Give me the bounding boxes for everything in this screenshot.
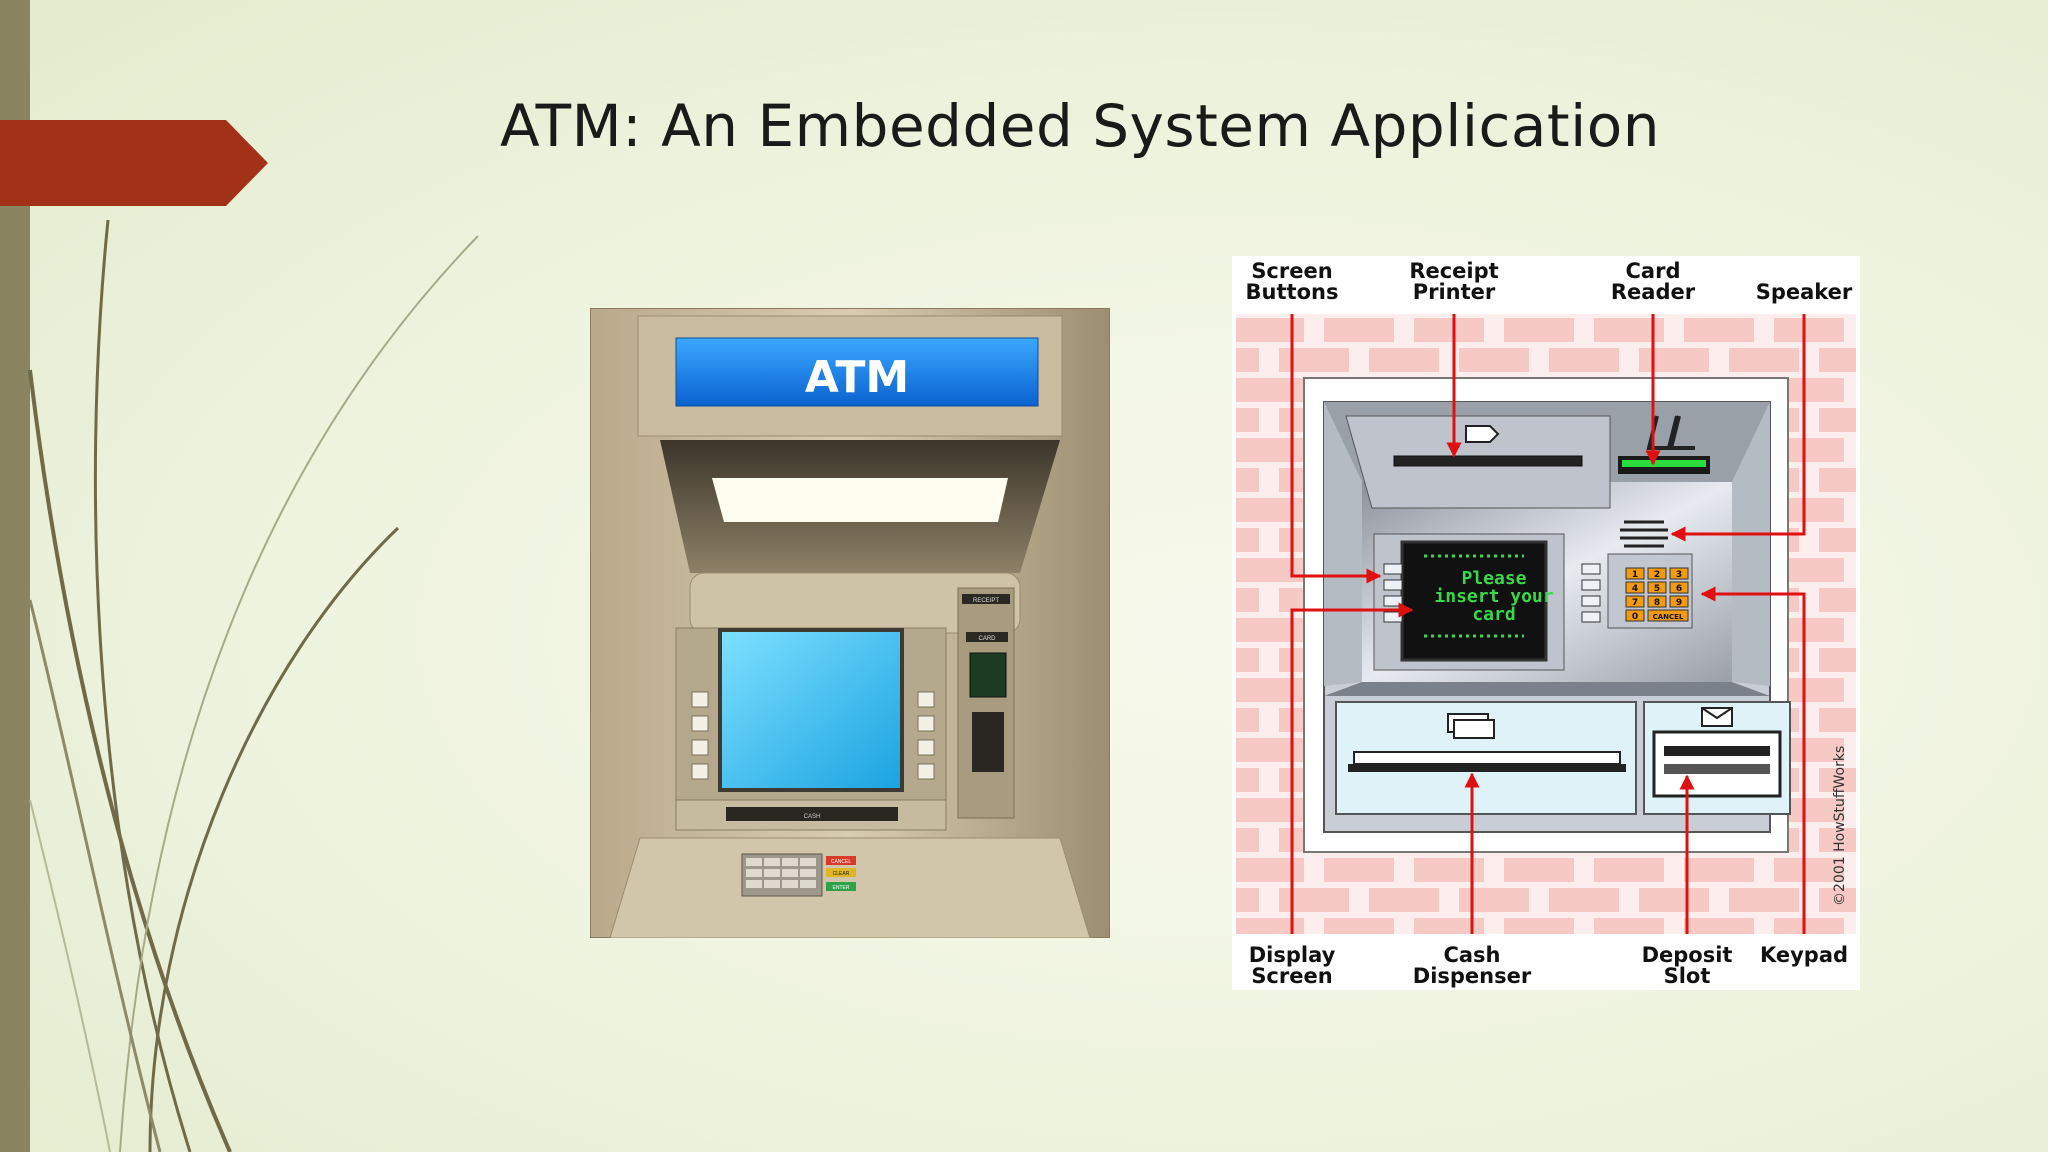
slide-title: ATM: An Embedded System Application <box>500 92 1660 160</box>
keypad-key-5: 5 <box>1654 584 1660 594</box>
atm-sign-text: ATM <box>805 352 909 403</box>
label-keypad-line1: Keypad <box>1760 943 1848 967</box>
atm-dispenser-slot <box>972 712 1004 772</box>
atm-light-panel <box>712 478 1008 522</box>
receipt-printer-slot <box>1393 455 1583 467</box>
atm-screen <box>718 628 904 792</box>
keypad-key-7: 7 <box>1632 598 1638 608</box>
keypad-key-4: 4 <box>1632 584 1638 594</box>
title-arrow-tab <box>0 120 268 206</box>
keypad-key-2: 2 <box>1654 570 1660 580</box>
keypad-key-6: 6 <box>1676 584 1682 594</box>
atm-cancel-key: CANCEL <box>831 859 852 865</box>
label-deposit-slot-line2: Slot <box>1664 964 1711 988</box>
atm-diagram: Please insert your card 1 2 <box>1232 256 1860 990</box>
card-reader-slot <box>1622 460 1706 467</box>
keypad-key-1: 1 <box>1632 570 1638 580</box>
atm-sign <box>675 337 1039 407</box>
speaker-grille <box>1620 520 1668 548</box>
label-screen-buttons-line1: Screen <box>1251 259 1332 283</box>
keypad: 1 2 3 4 5 6 7 8 9 0 CANCEL <box>1625 567 1689 622</box>
label-cash-dispenser-line1: Cash <box>1443 943 1500 967</box>
atm-enter-key: ENTER <box>833 885 850 891</box>
atm-screen-buttons-right <box>917 691 935 780</box>
atm-cash-label: CASH <box>804 814 821 820</box>
atm-card-label: CARD <box>978 636 996 642</box>
atm-clear-key: CLEAR <box>833 871 850 877</box>
keypad-key-0: 0 <box>1632 612 1638 622</box>
keypad-key-3: 3 <box>1676 570 1682 580</box>
label-cash-dispenser-line2: Dispenser <box>1413 964 1532 988</box>
keypad-key-9: 9 <box>1676 598 1682 608</box>
decorative-grass-lines <box>28 219 479 1152</box>
display-screen <box>1400 540 1548 662</box>
label-receipt-printer-line2: Printer <box>1413 280 1496 304</box>
label-display-screen-line1: Display <box>1249 943 1336 967</box>
copyright-notice: ©2001 HowStuffWorks <box>1832 746 1848 906</box>
keypad-key-cancel: CANCEL <box>1653 613 1684 621</box>
screen-buttons-left <box>1383 563 1403 623</box>
screen-buttons-right <box>1581 563 1601 623</box>
cash-dispenser-slot <box>1353 751 1621 765</box>
screen-text-line3: card <box>1472 604 1515 625</box>
atm-card-slot <box>969 652 1007 698</box>
label-card-reader-line2: Reader <box>1611 280 1696 304</box>
atm-receipt-label: RECEIPT <box>973 598 999 604</box>
label-card-reader-line1: Card <box>1626 259 1681 283</box>
atm-screen-buttons-left <box>691 691 709 780</box>
label-screen-buttons-line2: Buttons <box>1246 280 1339 304</box>
atm-photo: ATM RECEIPT CARD CASH <box>590 308 1110 938</box>
label-speaker-line2: Speaker <box>1756 280 1853 304</box>
atm-keypad: CANCEL CLEAR ENTER <box>741 853 856 897</box>
label-receipt-printer-line1: Receipt <box>1409 259 1498 283</box>
screen-text-line1: Please <box>1461 568 1526 589</box>
screen-text-line2: insert your <box>1434 586 1553 607</box>
label-deposit-slot-line1: Deposit <box>1642 943 1733 967</box>
label-display-screen-line2: Screen <box>1251 964 1332 988</box>
keypad-key-8: 8 <box>1654 598 1660 608</box>
